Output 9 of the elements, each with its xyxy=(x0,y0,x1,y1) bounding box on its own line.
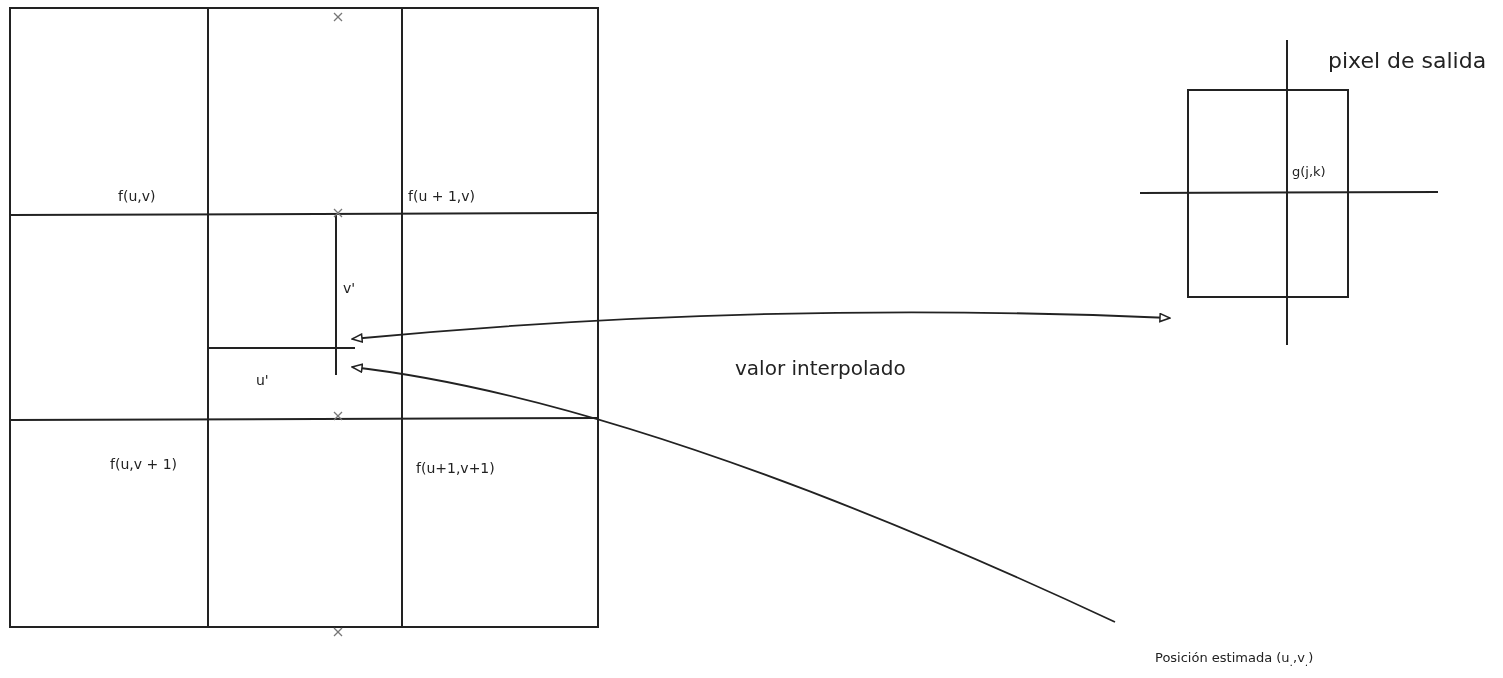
cell-label: f(u,v) xyxy=(118,188,156,204)
cell-label: v' xyxy=(343,280,356,296)
cell-label: f(u + 1,v) xyxy=(408,188,475,204)
cell-label: f(u,v + 1) xyxy=(110,456,177,472)
pixel-value-label: g(j,k) xyxy=(1292,164,1326,179)
caption-text: Posición estimada (u$_{.}$,v$_{.}$) xyxy=(1155,650,1314,669)
cell-label: f(u+1,v+1) xyxy=(416,460,495,476)
output-pixel-title: pixel de salida xyxy=(1328,48,1487,73)
cell-label: u' xyxy=(256,372,269,388)
